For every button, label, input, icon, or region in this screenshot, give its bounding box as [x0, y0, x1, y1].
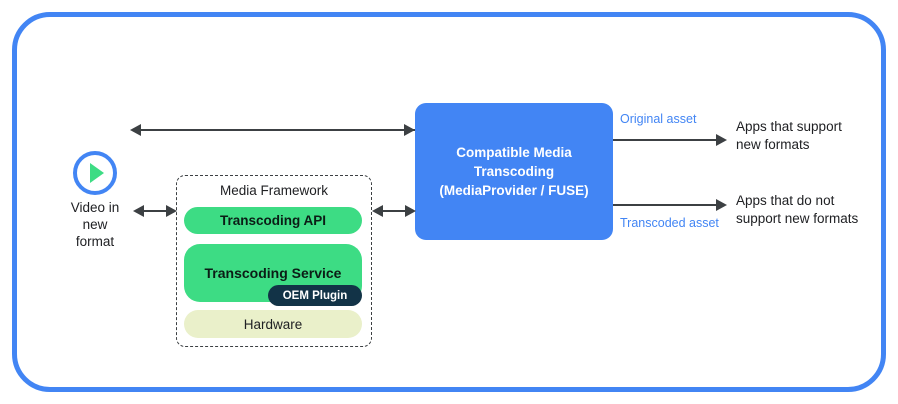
arrow-video-to-framework-head-left [133, 205, 144, 217]
arrow-source-to-cmt-head-left [130, 124, 141, 136]
arrow-video-to-framework-head-right [166, 205, 177, 217]
media-framework-title: Media Framework [219, 183, 329, 198]
video-source-line-1: Video in [70, 200, 120, 215]
cmt-line-3: (MediaProvider / FUSE) [439, 183, 589, 198]
arrow-source-to-cmt-line [140, 129, 415, 131]
arrow-original-asset-head [716, 134, 727, 146]
video-source-line-2: new [82, 217, 108, 232]
arrow-video-to-framework-line [143, 210, 169, 212]
original-asset-label: Original asset [620, 112, 697, 126]
hardware-pill[interactable]: Hardware [184, 310, 362, 338]
arrow-framework-to-cmt-head-left [372, 205, 383, 217]
arrow-framework-to-cmt-line [382, 210, 408, 212]
compatible-media-transcoding-box[interactable]: Compatible Media Transcoding (MediaProvi… [415, 103, 613, 240]
play-icon-ring [73, 151, 117, 195]
play-icon-triangle [90, 163, 104, 183]
apps-not-supporting-label: Apps that do not support new formats [736, 192, 876, 228]
apps-supporting-line-1: Apps that support [736, 119, 842, 134]
arrow-original-asset-line [613, 139, 718, 141]
transcoding-api-pill[interactable]: Transcoding API [184, 207, 362, 234]
video-source-label: Video in new format [47, 199, 143, 250]
oem-plugin-pill[interactable]: OEM Plugin [268, 285, 362, 306]
arrow-framework-to-cmt-head-right [405, 205, 416, 217]
transcoded-asset-label: Transcoded asset [620, 216, 719, 230]
apps-supporting-line-2: new formats [736, 137, 810, 152]
apps-not-supporting-line-2: support new formats [736, 211, 859, 226]
apps-not-supporting-line-1: Apps that do not [736, 193, 835, 208]
cmt-line-1: Compatible Media [456, 145, 572, 160]
arrow-transcoded-asset-line [613, 204, 718, 206]
arrow-source-to-cmt-head-right [404, 124, 415, 136]
play-circle-icon [73, 151, 117, 195]
cmt-line-2: Transcoding [473, 164, 555, 179]
apps-supporting-label: Apps that support new formats [736, 118, 866, 154]
video-source-line-3: format [75, 234, 115, 249]
arrow-transcoded-asset-head [716, 199, 727, 211]
